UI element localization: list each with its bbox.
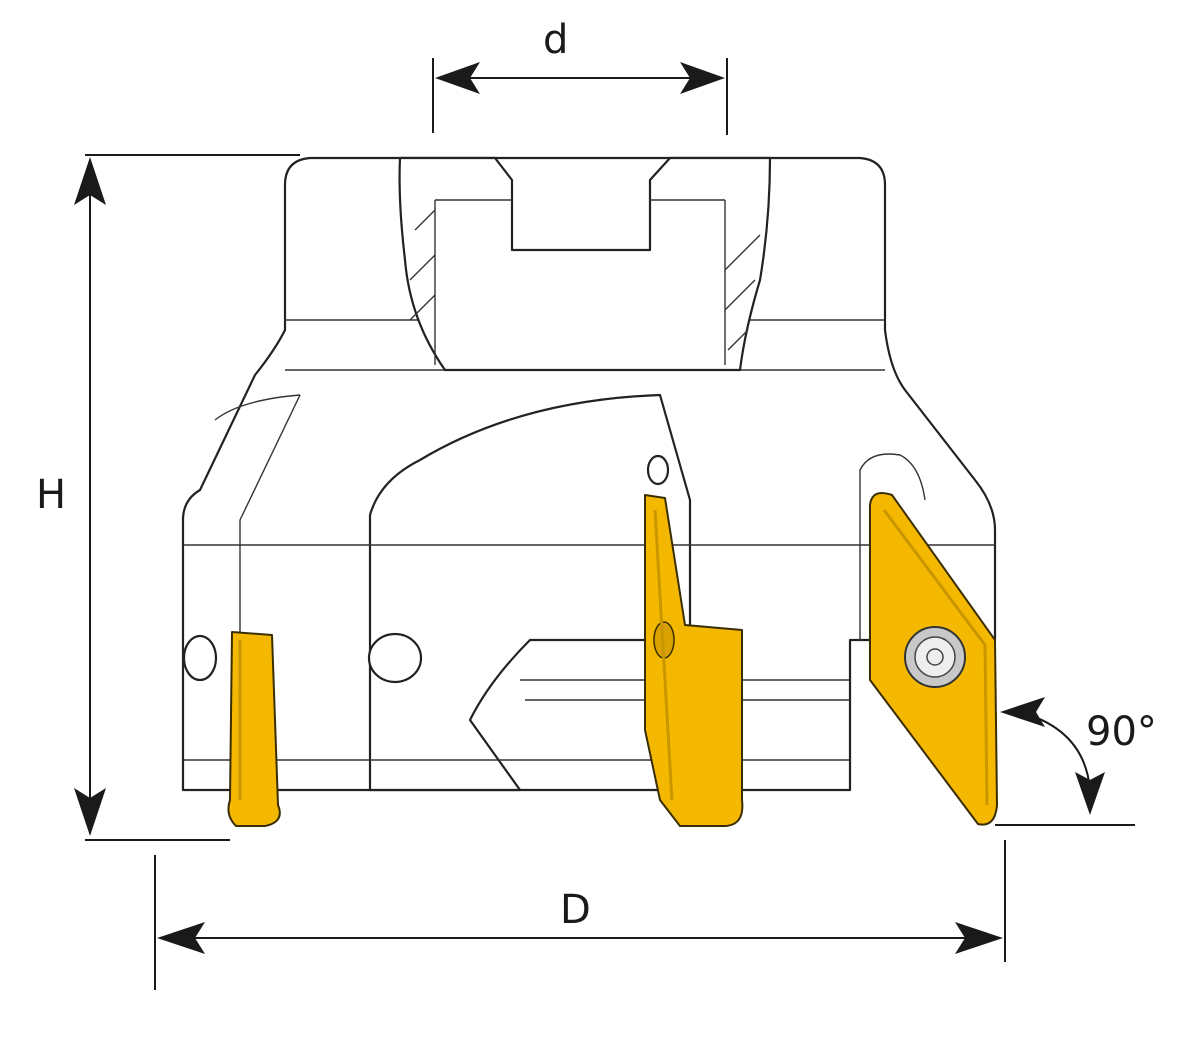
coolant-hole-left [182,634,218,682]
angle-indicator [995,697,1135,826]
chip-pocket-middle [368,393,692,792]
insert-middle [644,494,744,827]
dimension-d [432,58,728,135]
label-angle: 90° [1086,709,1157,755]
label-h: H [36,472,67,518]
coolant-hole-top [646,454,670,486]
slot-inner [434,199,726,365]
label-d: d [543,17,569,63]
dimension-h [74,154,300,841]
section-hatch [409,209,761,351]
drive-slot [398,156,772,372]
label-big-d: D [560,887,591,933]
coolant-hole-middle [367,632,423,684]
insert-right [869,492,998,826]
dimension-big-d [154,840,1006,990]
body-lines [183,544,995,761]
right-pocket [859,453,926,640]
insert-left [227,631,281,827]
